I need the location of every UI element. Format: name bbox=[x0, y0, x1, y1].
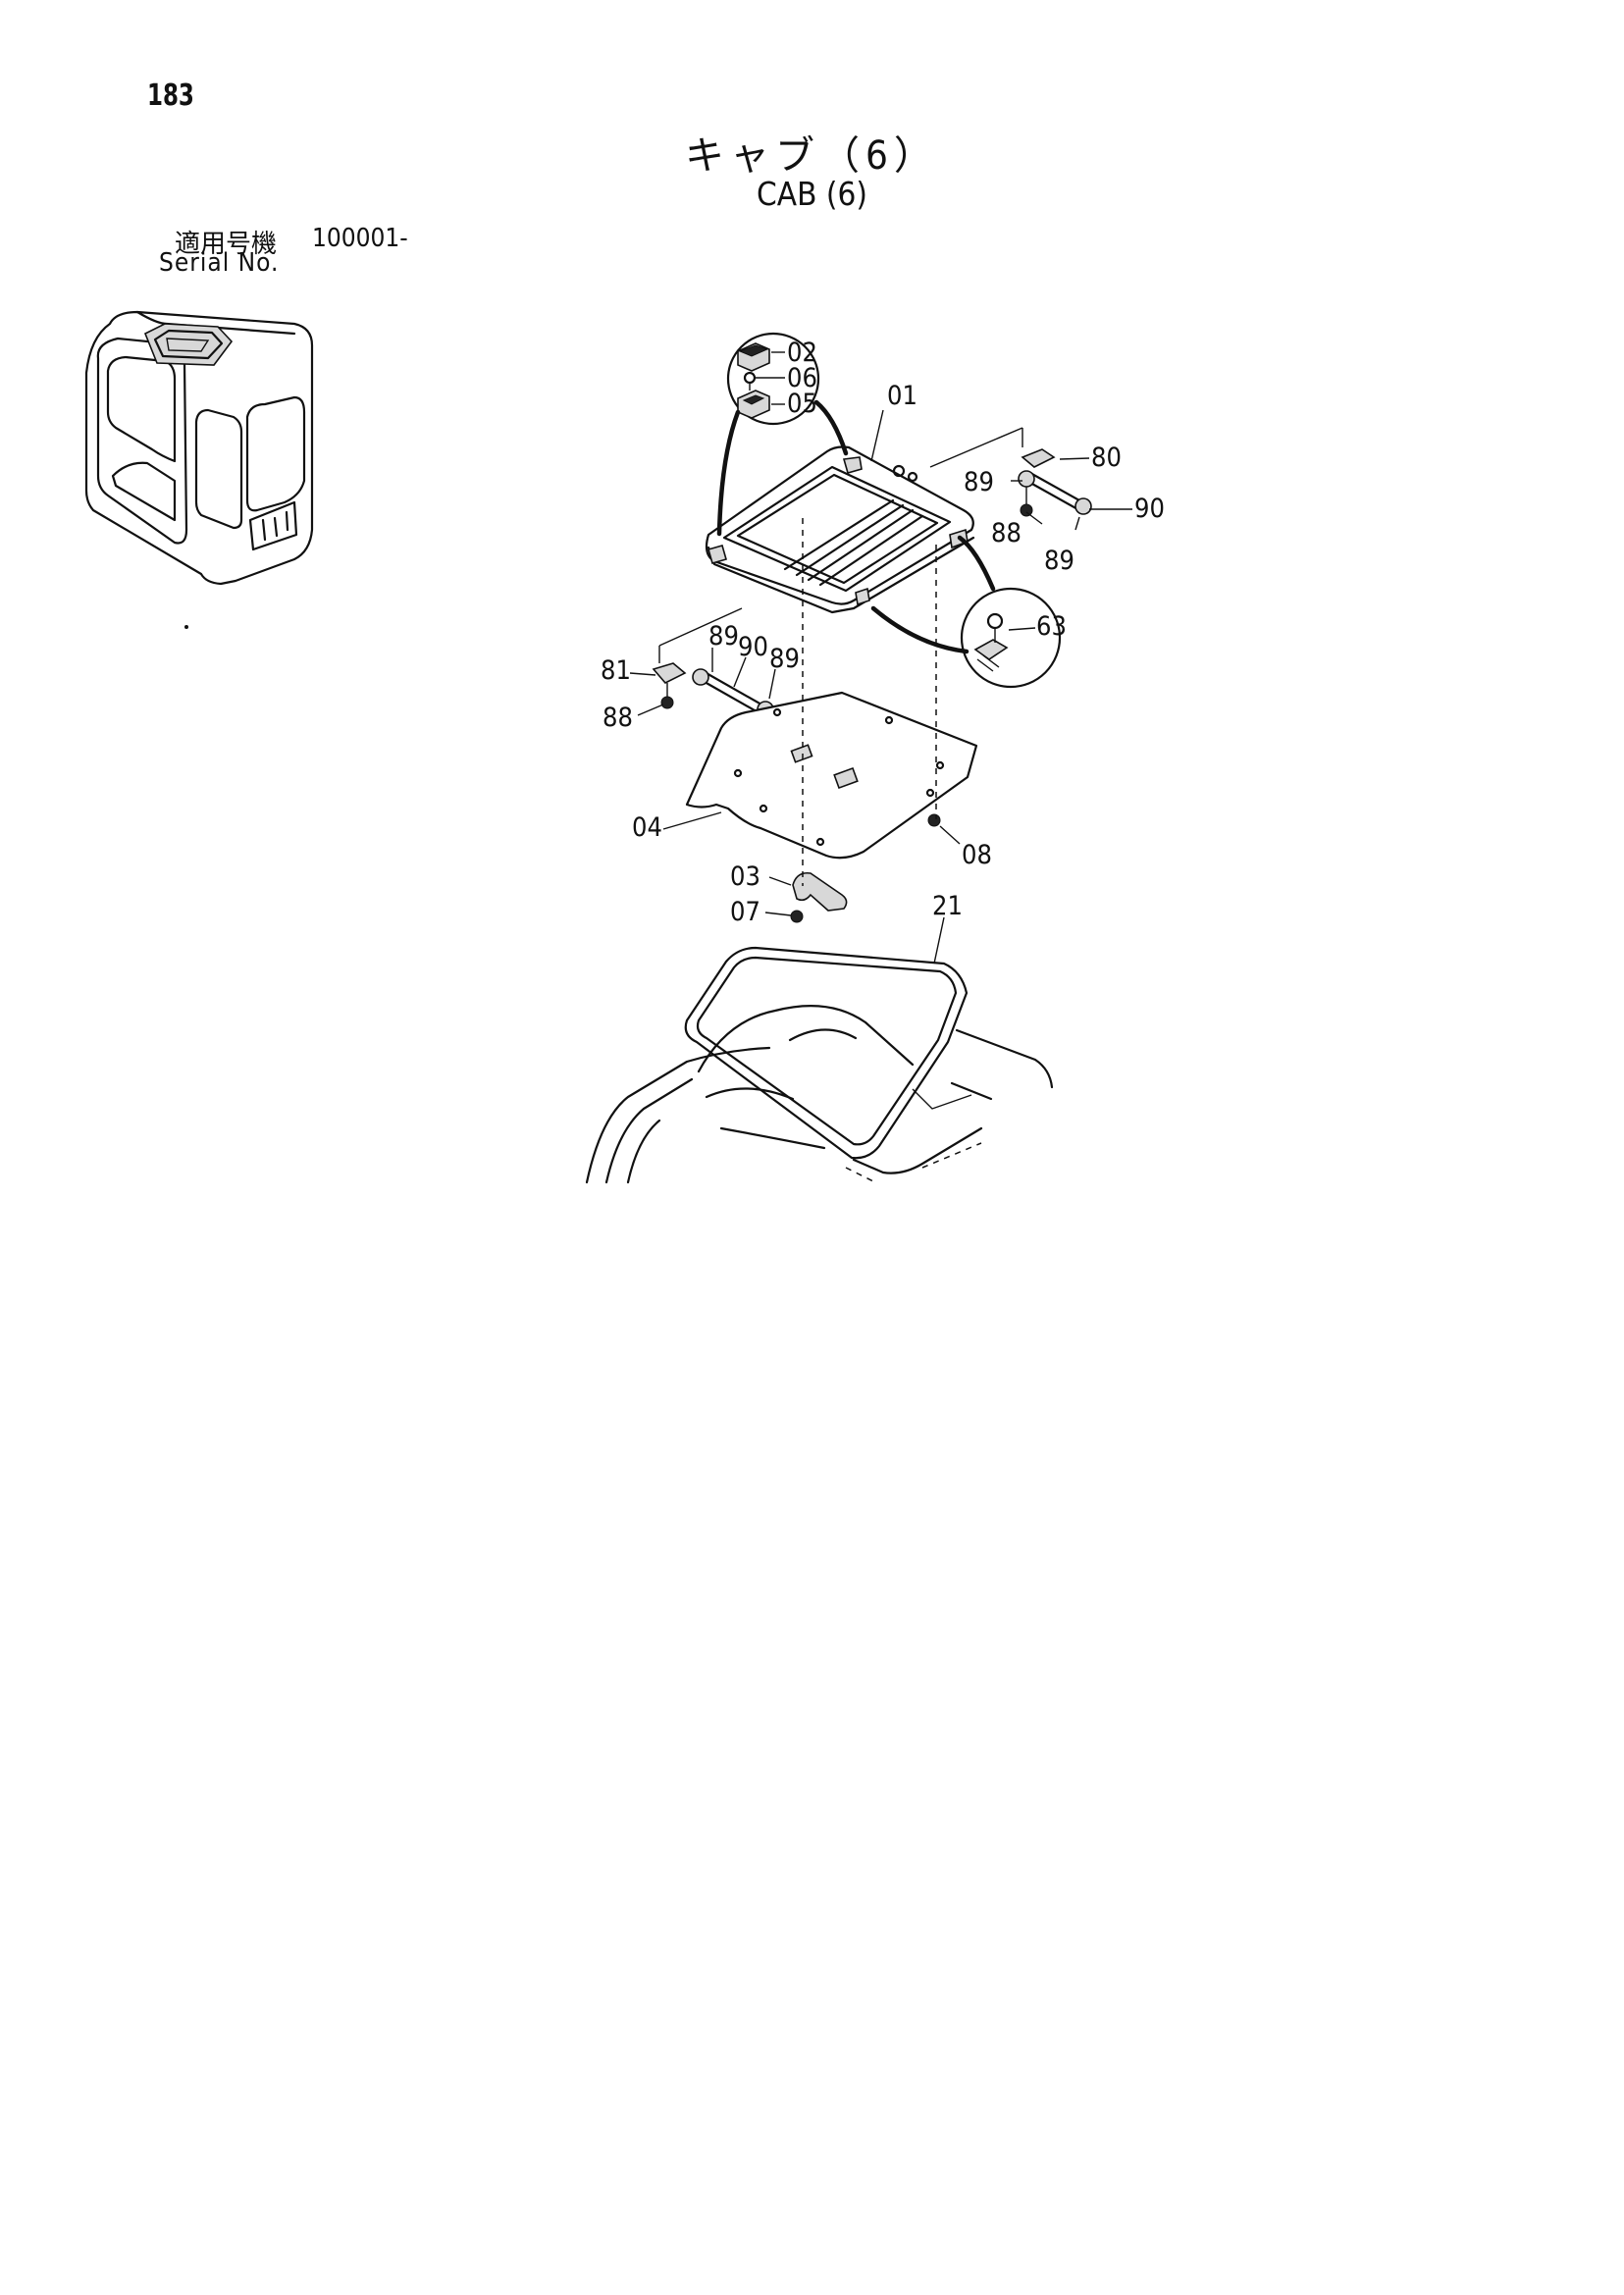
reference-lines bbox=[658, 427, 1023, 886]
stray-dot bbox=[184, 625, 188, 629]
callout-02: 02 bbox=[787, 338, 817, 368]
callout-80: 80 bbox=[1091, 443, 1122, 473]
callout-01: 01 bbox=[887, 381, 917, 411]
seal-part-21 bbox=[684, 946, 969, 1160]
serial-label-japanese: 適用号機 bbox=[175, 230, 278, 259]
callout-07: 07 bbox=[730, 897, 760, 927]
callout-90-b: 90 bbox=[738, 632, 768, 662]
callout-89-a: 89 bbox=[964, 467, 994, 497]
callout-88-a: 88 bbox=[991, 518, 1022, 548]
detail-circle-clip bbox=[870, 535, 1062, 689]
title-japanese: キャブ（6） bbox=[685, 133, 939, 179]
leader-lines bbox=[629, 351, 1132, 965]
callout-88-b: 88 bbox=[602, 703, 633, 733]
callout-89-d: 89 bbox=[769, 644, 800, 674]
callout-81: 81 bbox=[601, 655, 631, 686]
serial-number-value: 100001- bbox=[312, 224, 408, 253]
title-english: CAB (6) bbox=[757, 175, 867, 213]
handle-part-03 bbox=[790, 871, 848, 923]
page-number: 183 bbox=[147, 78, 194, 113]
callout-89-b: 89 bbox=[1044, 546, 1074, 576]
callout-08: 08 bbox=[962, 840, 992, 870]
callout-04: 04 bbox=[632, 812, 662, 843]
cab-thumbnail bbox=[84, 310, 314, 586]
damper-stay-left bbox=[652, 662, 774, 718]
bolt-part-08 bbox=[927, 813, 941, 827]
damper-stay-right bbox=[1018, 448, 1092, 517]
callout-21: 21 bbox=[932, 891, 963, 921]
callout-05: 05 bbox=[787, 389, 817, 419]
callout-03: 03 bbox=[730, 861, 760, 892]
roof-hatch-part-01 bbox=[705, 445, 975, 614]
callout-06: 06 bbox=[787, 363, 817, 393]
inner-panel-part-04 bbox=[685, 691, 978, 860]
callout-89-c: 89 bbox=[708, 621, 739, 652]
callout-90-a: 90 bbox=[1134, 494, 1165, 524]
detail-circle-latch bbox=[716, 332, 849, 537]
serial-label-english: Serial No. bbox=[159, 248, 280, 278]
callout-labels: 02 06 05 01 80 89 90 88 89 63 89 90 89 8… bbox=[601, 338, 1165, 927]
callout-63: 63 bbox=[1036, 611, 1067, 642]
cab-roof-opening bbox=[585, 1005, 1054, 1184]
